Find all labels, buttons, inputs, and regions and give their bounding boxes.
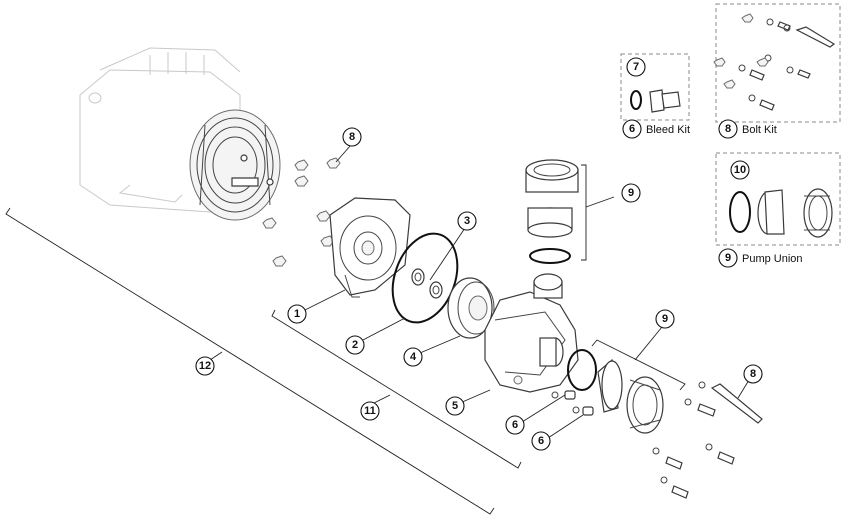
callout-9b: 9: [655, 309, 675, 329]
svg-text:9: 9: [628, 187, 634, 199]
callout-8a: 8: [342, 127, 362, 147]
callout-11: 11: [360, 401, 380, 421]
callout-8b: 8: [743, 364, 763, 384]
callout-6b: 6: [531, 431, 551, 451]
svg-text:11: 11: [364, 405, 376, 417]
callout-9a: 9: [621, 183, 641, 203]
drain-plugs: [551, 390, 594, 416]
seal-plate: [329, 197, 411, 298]
shaft-seal: [411, 268, 443, 299]
svg-text:10: 10: [734, 164, 746, 176]
bleed-kit-label: Bleed Kit: [646, 124, 690, 136]
svg-text:7: 7: [633, 61, 639, 73]
pump-union-label: Pump Union: [742, 253, 803, 265]
callout-4: 4: [403, 347, 423, 367]
callout-6a: 6: [505, 415, 525, 435]
pump-housing: [484, 273, 579, 393]
suction-union: [525, 159, 579, 264]
svg-text:4: 4: [410, 351, 417, 363]
callout-1: 1: [287, 304, 307, 324]
callout-2: 2: [345, 335, 365, 355]
bleed-kit: 7 6 Bleed Kit: [620, 53, 690, 139]
callout-12: 12: [195, 356, 215, 376]
svg-text:2: 2: [352, 339, 358, 351]
pump-union-kit: 10 9 Pump Union: [715, 152, 841, 268]
svg-text:12: 12: [199, 360, 211, 372]
motor: [79, 47, 281, 221]
svg-text:6: 6: [629, 123, 635, 135]
svg-text:9: 9: [725, 252, 731, 264]
discharge-union: [567, 349, 664, 434]
callout-5: 5: [445, 396, 465, 416]
motor-hardware: [262, 157, 341, 267]
bolt-kit: 8 Bolt Kit: [713, 3, 841, 139]
svg-text:5: 5: [452, 400, 458, 412]
svg-text:6: 6: [538, 435, 544, 447]
svg-text:3: 3: [464, 215, 470, 227]
svg-text:8: 8: [725, 123, 731, 135]
callout-3: 3: [457, 211, 477, 231]
svg-text:9: 9: [662, 313, 668, 325]
svg-text:1: 1: [294, 308, 300, 320]
svg-text:8: 8: [349, 131, 355, 143]
housing-bolts: [652, 381, 763, 499]
bolt-kit-label: Bolt Kit: [742, 124, 777, 136]
impeller: [447, 277, 495, 339]
svg-text:6: 6: [512, 419, 518, 431]
svg-text:8: 8: [750, 368, 756, 380]
